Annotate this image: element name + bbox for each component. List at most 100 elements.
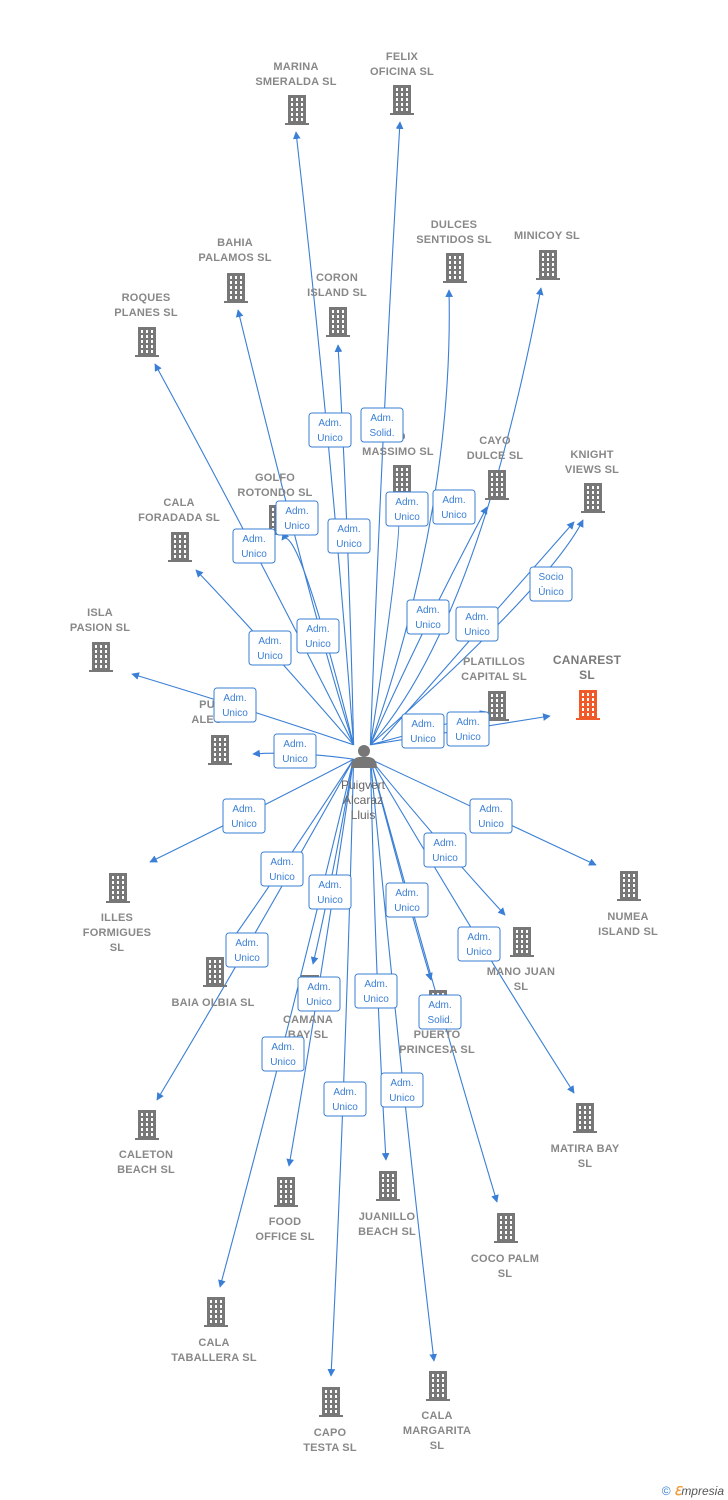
company-label-line: MASSIMO SL bbox=[362, 446, 434, 458]
company-label-line: MANO JUAN bbox=[487, 966, 555, 978]
company-node-cala_taballera[interactable]: CALA TABALLERA SL bbox=[171, 1297, 257, 1364]
company-label-line: ISLAND SL bbox=[598, 926, 658, 938]
role-badge-cayo[interactable]: Adm.Unico bbox=[406, 599, 450, 635]
role-badge-puerto_princesa[interactable]: Adm.Unico bbox=[385, 882, 429, 918]
company-label-line: OFFICE SL bbox=[255, 1231, 314, 1243]
role-badge-numea[interactable]: Adm.Unico bbox=[469, 798, 513, 834]
building-icon bbox=[204, 1297, 228, 1327]
role-badge-cala_taballera[interactable]: Adm.Unico bbox=[261, 1036, 305, 1072]
role-badge-cala_margarita[interactable]: Adm.Unico bbox=[380, 1072, 424, 1108]
role-badge-marina[interactable]: Adm.Unico bbox=[308, 412, 352, 448]
role-badge-roques[interactable]: Adm.Unico bbox=[232, 528, 276, 564]
role-badge-felix[interactable]: Adm. Solid. bbox=[360, 407, 404, 443]
center-person-node[interactable]: Puigvert Alcaraz Lluis bbox=[341, 745, 386, 822]
edge-capo_testa bbox=[327, 759, 355, 1377]
company-label-line: PU bbox=[199, 699, 215, 711]
role-badge-coron[interactable]: Adm.Unico bbox=[327, 518, 371, 554]
company-label-line: CAPITAL SL bbox=[461, 671, 527, 683]
company-node-minicoy[interactable]: MINICOY SL bbox=[514, 230, 580, 280]
role-badge-text: Adm. bbox=[307, 982, 330, 993]
building-icon bbox=[135, 327, 159, 357]
role-badge-platillos[interactable]: Adm.Unico bbox=[401, 713, 445, 749]
company-label-line: SL bbox=[110, 942, 125, 954]
role-badge-matira[interactable]: Adm.Unico bbox=[457, 926, 501, 962]
role-badge-text: Adm. bbox=[370, 413, 393, 424]
role-badge-bahia[interactable]: Adm.Unico bbox=[296, 618, 340, 654]
role-badge-text: Unico bbox=[464, 627, 490, 638]
company-label-line: CALA bbox=[163, 497, 194, 509]
building-icon bbox=[536, 250, 560, 280]
building-icon bbox=[510, 927, 534, 957]
company-label-line: MATIRA BAY bbox=[551, 1143, 620, 1155]
role-badge-text: Unico bbox=[432, 853, 458, 864]
building-icon bbox=[106, 873, 130, 903]
role-badge-text: Adm. bbox=[232, 804, 255, 815]
role-badge-text: Adm. bbox=[433, 838, 456, 849]
role-badge-juanillo[interactable]: Adm.Unico bbox=[354, 973, 398, 1009]
role-badge-cala_foradada[interactable]: Adm.Unico bbox=[248, 630, 292, 666]
role-badge-text: Adm. bbox=[283, 739, 306, 750]
role-badge-text: Adm. bbox=[270, 857, 293, 868]
role-badge-text: Adm. bbox=[456, 717, 479, 728]
role-badge-canarest[interactable]: Adm.Unico bbox=[446, 711, 490, 747]
role-badge-text: Adm. bbox=[258, 636, 281, 647]
role-badge-text: Adm. bbox=[416, 605, 439, 616]
role-badge-minicoy[interactable]: Adm.Unico bbox=[455, 606, 499, 642]
role-badge-food_office[interactable]: Adm.Unico bbox=[297, 976, 341, 1012]
role-badge-text: Unico bbox=[478, 819, 504, 830]
role-badge-illes[interactable]: Adm. Unico bbox=[222, 798, 266, 834]
building-icon bbox=[494, 1213, 518, 1243]
role-badge-golfo[interactable]: Adm.Unico bbox=[275, 500, 319, 536]
role-badge-massimo[interactable]: Adm.Unico bbox=[385, 491, 429, 527]
role-badge-text: Adm. bbox=[318, 418, 341, 429]
role-badge-text: Unico bbox=[270, 1057, 296, 1068]
role-badge-capo_testa[interactable]: Adm.Unico bbox=[323, 1081, 367, 1117]
company-label-line: TESTA SL bbox=[303, 1442, 357, 1454]
company-label-line: PALAMOS SL bbox=[198, 252, 271, 264]
role-badge-baia_olbia[interactable]: Adm.Unico bbox=[260, 851, 304, 887]
role-badge-coco_palm[interactable]: Adm.Solid. bbox=[418, 994, 462, 1030]
company-node-baia_olbia[interactable]: BAIA OLBIA SL bbox=[171, 957, 254, 1009]
company-label-line: CALETON bbox=[119, 1149, 173, 1161]
role-badge-text: Unico bbox=[241, 549, 267, 560]
role-badge-isla_pasion[interactable]: Adm.Unico bbox=[213, 687, 257, 723]
role-badge-camana[interactable]: Adm.Unico bbox=[308, 874, 352, 910]
role-badge-text: Unico bbox=[466, 947, 492, 958]
role-badge-text: Unico bbox=[336, 539, 362, 550]
role-badge-text: Solid. bbox=[427, 1015, 452, 1026]
company-label-line: CALA bbox=[198, 1337, 229, 1349]
company-label-line: TABALLERA SL bbox=[171, 1352, 257, 1364]
role-badge-pu_alegre[interactable]: Adm.Unico bbox=[273, 733, 317, 769]
company-label-line: CAYO bbox=[479, 435, 511, 447]
role-badge-caleton[interactable]: Adm.Unico bbox=[225, 932, 269, 968]
person-name-line-3: Lluis bbox=[351, 808, 376, 822]
role-badge-text: Unico bbox=[231, 819, 257, 830]
role-badge-mano_juan[interactable]: Adm. Unico bbox=[423, 832, 467, 868]
role-badge-dulces[interactable]: Adm.Unico bbox=[432, 489, 476, 525]
role-badge-text: Solid. bbox=[369, 428, 394, 439]
